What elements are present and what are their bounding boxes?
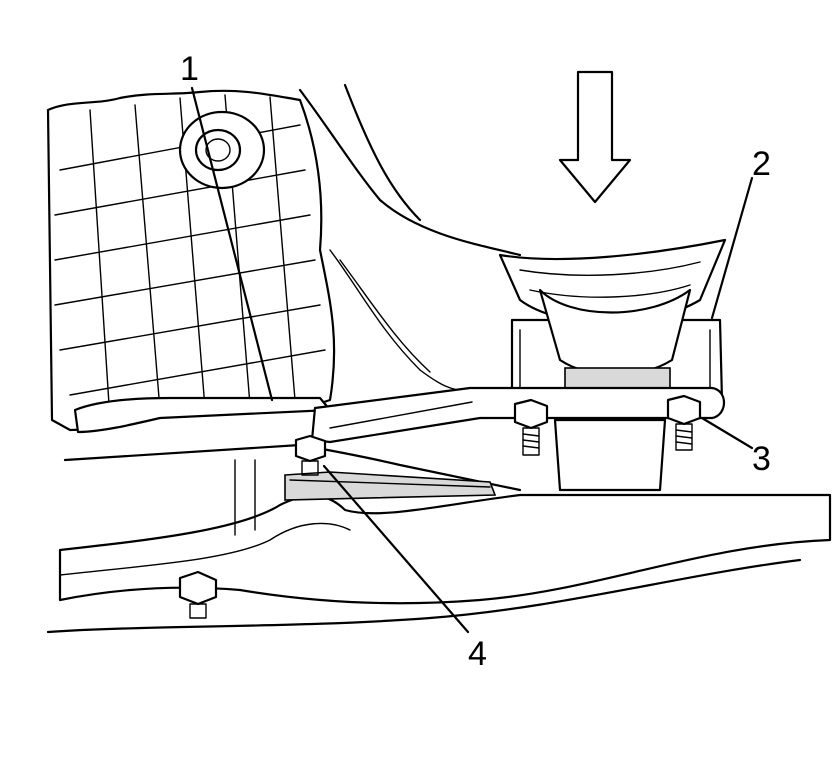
- engine-block: [298, 83, 727, 393]
- transmission-housing: [46, 89, 336, 434]
- nut-lower-left: [178, 570, 218, 619]
- callout-1: 1: [180, 50, 199, 88]
- frame-crossmember: [46, 443, 832, 634]
- callout-4: 4: [468, 635, 487, 673]
- callout-3: 3: [752, 440, 771, 478]
- leader-lines: [190, 86, 754, 634]
- callout-2: 2: [752, 145, 771, 183]
- nut-3: [666, 394, 702, 451]
- nut-4: [294, 434, 327, 476]
- nut-center: [513, 398, 549, 456]
- down-arrow-icon: [558, 70, 632, 204]
